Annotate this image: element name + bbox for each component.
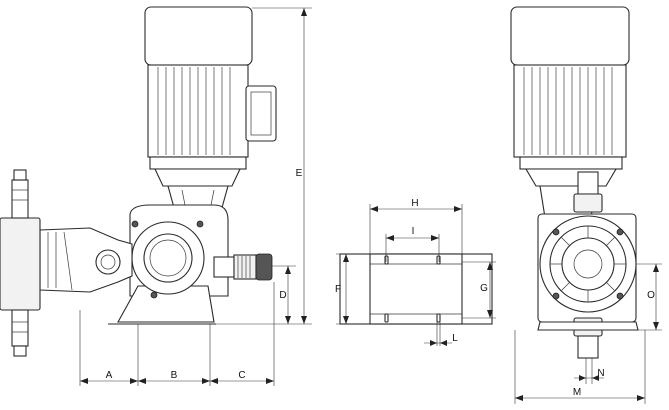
base-plate-dimensions <box>336 204 496 346</box>
dim-label-M: M <box>573 387 581 398</box>
motor-flange-side <box>519 156 623 170</box>
dim-label-A: A <box>106 370 113 381</box>
dim-label-D: D <box>279 290 286 301</box>
suction-valve <box>11 309 29 347</box>
side-discharge-valve <box>573 193 603 213</box>
stroke-adjuster-scale <box>233 254 257 280</box>
stroke-adjuster-body <box>213 256 235 278</box>
motor-adapter-front <box>154 168 241 187</box>
mount-slot <box>384 313 389 323</box>
front-view <box>0 6 277 357</box>
side-discharge-valve-top <box>577 171 599 195</box>
dim-label-I: I <box>412 226 415 237</box>
dim-label-L: L <box>452 333 458 344</box>
front-dimensions <box>79 7 312 386</box>
pump-port <box>95 249 121 275</box>
discharge-valve <box>11 179 29 219</box>
motor-cap-side <box>510 6 630 66</box>
side-dimensions <box>514 263 662 404</box>
base-plate-view <box>339 253 493 325</box>
dim-label-O: O <box>647 290 655 301</box>
mount-slot <box>436 255 441 265</box>
dim-label-F: F <box>335 284 341 295</box>
motor-body-side <box>513 64 627 158</box>
terminal-box <box>245 85 277 142</box>
side-pump-ribs <box>550 226 626 302</box>
motor-adapter-side <box>525 168 617 187</box>
motor-fins-side <box>523 67 613 155</box>
mount-slot <box>384 255 389 265</box>
motor-cap-front <box>144 6 253 66</box>
dim-label-H: H <box>411 198 418 209</box>
pump-head <box>39 227 133 293</box>
manifold-block <box>0 217 41 311</box>
stroke-knob <box>255 253 273 281</box>
base-foot <box>117 285 215 323</box>
dim-label-N: N <box>597 368 604 379</box>
dim-label-E: E <box>296 168 303 179</box>
base-plate-body <box>369 253 463 325</box>
side-suction-valve-bottom <box>577 335 599 359</box>
pump-housing-inner <box>143 233 193 283</box>
dim-label-B: B <box>171 370 178 381</box>
dim-label-G: G <box>480 283 488 294</box>
mount-slot <box>436 313 441 323</box>
motor-fins-front <box>157 67 231 155</box>
dim-label-C: C <box>238 370 245 381</box>
side-view <box>510 6 639 359</box>
motor-flange-front <box>149 156 247 170</box>
side-base <box>537 321 639 331</box>
